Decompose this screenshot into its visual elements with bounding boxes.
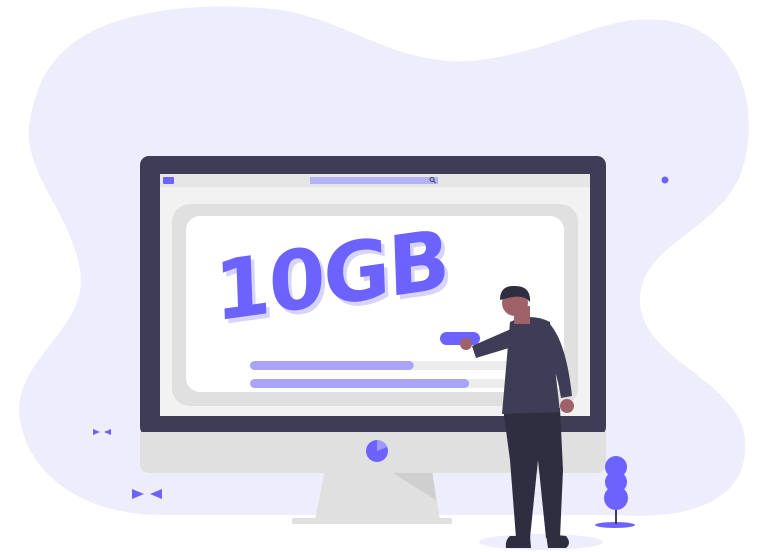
search-icon[interactable] (429, 177, 436, 184)
plant-leaf-3 (604, 486, 628, 510)
plant-pot-shadow (595, 522, 635, 528)
sparkle-left-large (132, 489, 162, 499)
progress-fill-2 (250, 379, 470, 388)
person-shoe-left (505, 536, 531, 548)
person-hand-left (460, 338, 472, 350)
dot-decoration (661, 176, 669, 184)
person-shoe-right (546, 534, 569, 548)
person-legs (503, 408, 563, 538)
monitor-base (292, 518, 452, 524)
action-button[interactable] (440, 332, 480, 345)
power-logo-slice (377, 440, 387, 451)
progress-fill-1 (250, 361, 414, 370)
person-hand-right (560, 399, 574, 413)
monitor-neck-shadow (388, 470, 436, 500)
progress-bars (250, 361, 514, 388)
person-shadow (479, 534, 603, 550)
address-bar[interactable] (310, 177, 438, 184)
person (460, 285, 603, 550)
tab-icon[interactable] (163, 177, 174, 184)
person-arm-left (472, 326, 522, 358)
power-logo (366, 440, 388, 462)
plant-decoration (595, 456, 635, 528)
person-hair (500, 285, 531, 302)
sparkle-left-small (93, 429, 111, 435)
